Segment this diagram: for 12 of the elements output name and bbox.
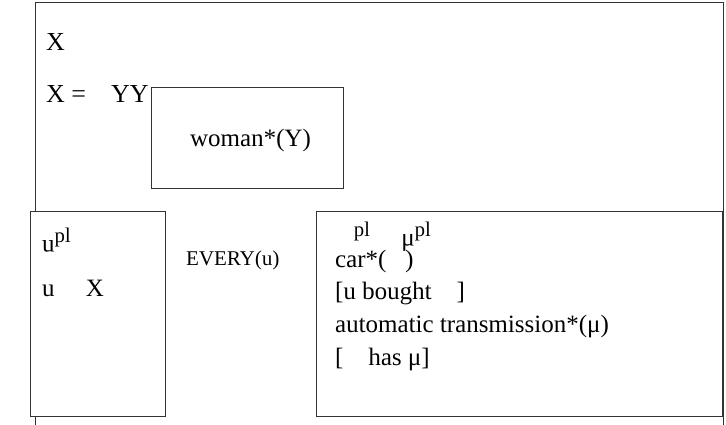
formula-text: u X [42, 274, 104, 304]
formula-text: automatic transmission*(μ) [335, 310, 609, 340]
formula-text: X = YY [46, 79, 149, 109]
formula-text: woman*(Y) [190, 124, 311, 154]
condition-box [151, 87, 344, 189]
restrictor-box [30, 211, 166, 417]
formula-text: u$^{pl}$ [42, 222, 71, 260]
formula-text: [ has μ] [335, 343, 430, 373]
formula-text: EVERY(u) [186, 245, 280, 272]
scope-box [316, 211, 723, 417]
formula-text: [u bought ] [335, 277, 465, 307]
formula-text: X [46, 27, 65, 57]
